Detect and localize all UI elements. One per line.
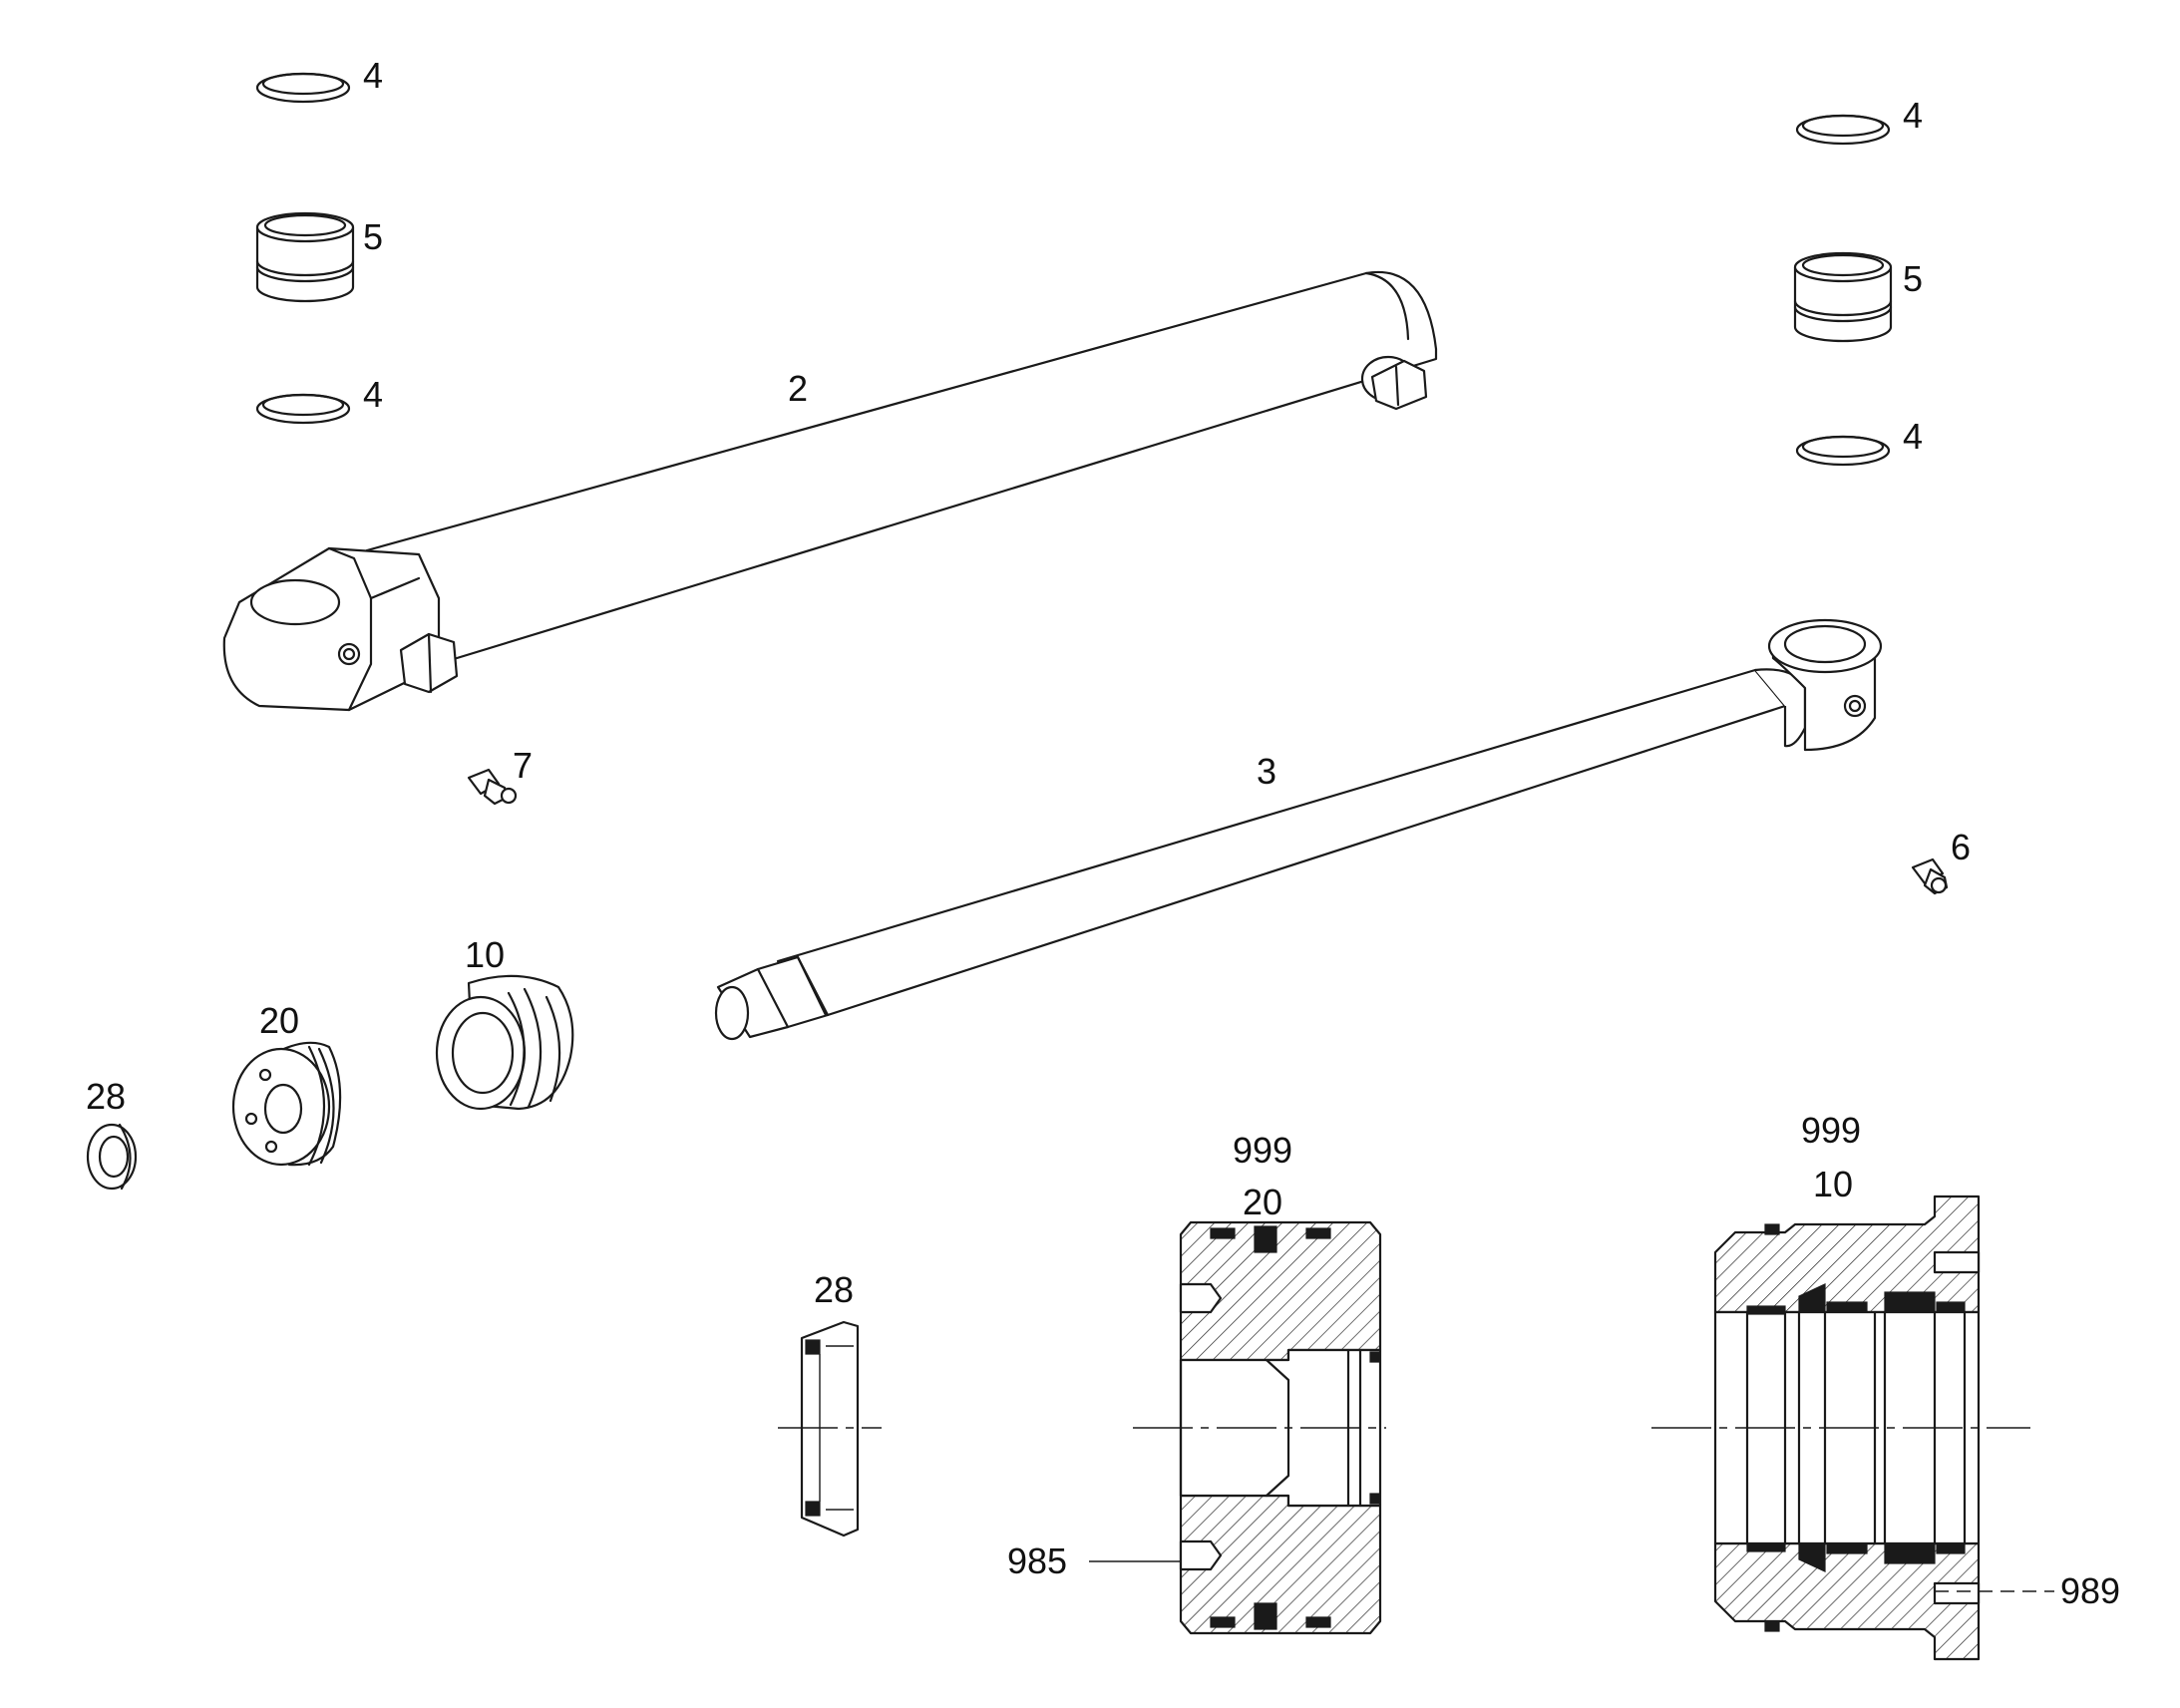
label-ring-top-left: 4 <box>363 55 383 96</box>
label-grease-nipple-right: 6 <box>1951 827 1971 867</box>
label-section-wiper: 28 <box>814 1269 854 1310</box>
label-callout-985: 985 <box>1007 1540 1067 1581</box>
label-callout-989: 989 <box>2060 1570 2120 1611</box>
cylinder-tube <box>222 270 1438 712</box>
section-gland <box>1651 1195 2030 1661</box>
gland-part <box>435 974 574 1111</box>
label-section-piston-kit: 999 <box>1233 1130 1292 1171</box>
ring-mid-left <box>255 393 351 425</box>
label-piston: 20 <box>259 1000 299 1041</box>
bushing-left <box>255 211 355 303</box>
label-wiper: 28 <box>86 1076 126 1117</box>
label-ring-mid-right: 4 <box>1903 416 1923 457</box>
label-bushing-left: 5 <box>363 216 383 257</box>
label-bushing-right: 5 <box>1903 258 1923 299</box>
label-section-gland: 10 <box>1813 1164 1853 1204</box>
grease-nipple-left <box>467 768 518 806</box>
bushing-right <box>1793 251 1893 343</box>
piston-part <box>231 1041 342 1167</box>
ring-top-left <box>255 72 351 104</box>
section-wiper <box>778 1320 882 1537</box>
label-ring-mid-left: 4 <box>363 374 383 415</box>
label-gland: 10 <box>465 934 505 975</box>
label-cylinder-tube: 2 <box>788 368 808 409</box>
ring-mid-right <box>1795 435 1891 467</box>
piston-rod <box>714 618 1883 1041</box>
grease-nipple-right <box>1911 857 1949 895</box>
section-piston <box>1133 1220 1386 1635</box>
label-ring-top-right: 4 <box>1903 95 1923 136</box>
label-section-piston: 20 <box>1243 1182 1282 1222</box>
ring-top-right <box>1795 114 1891 146</box>
label-piston-rod: 3 <box>1257 751 1276 792</box>
label-section-gland-kit: 999 <box>1801 1110 1861 1151</box>
label-grease-nipple-left: 7 <box>513 745 533 786</box>
wiper-part <box>86 1123 138 1191</box>
